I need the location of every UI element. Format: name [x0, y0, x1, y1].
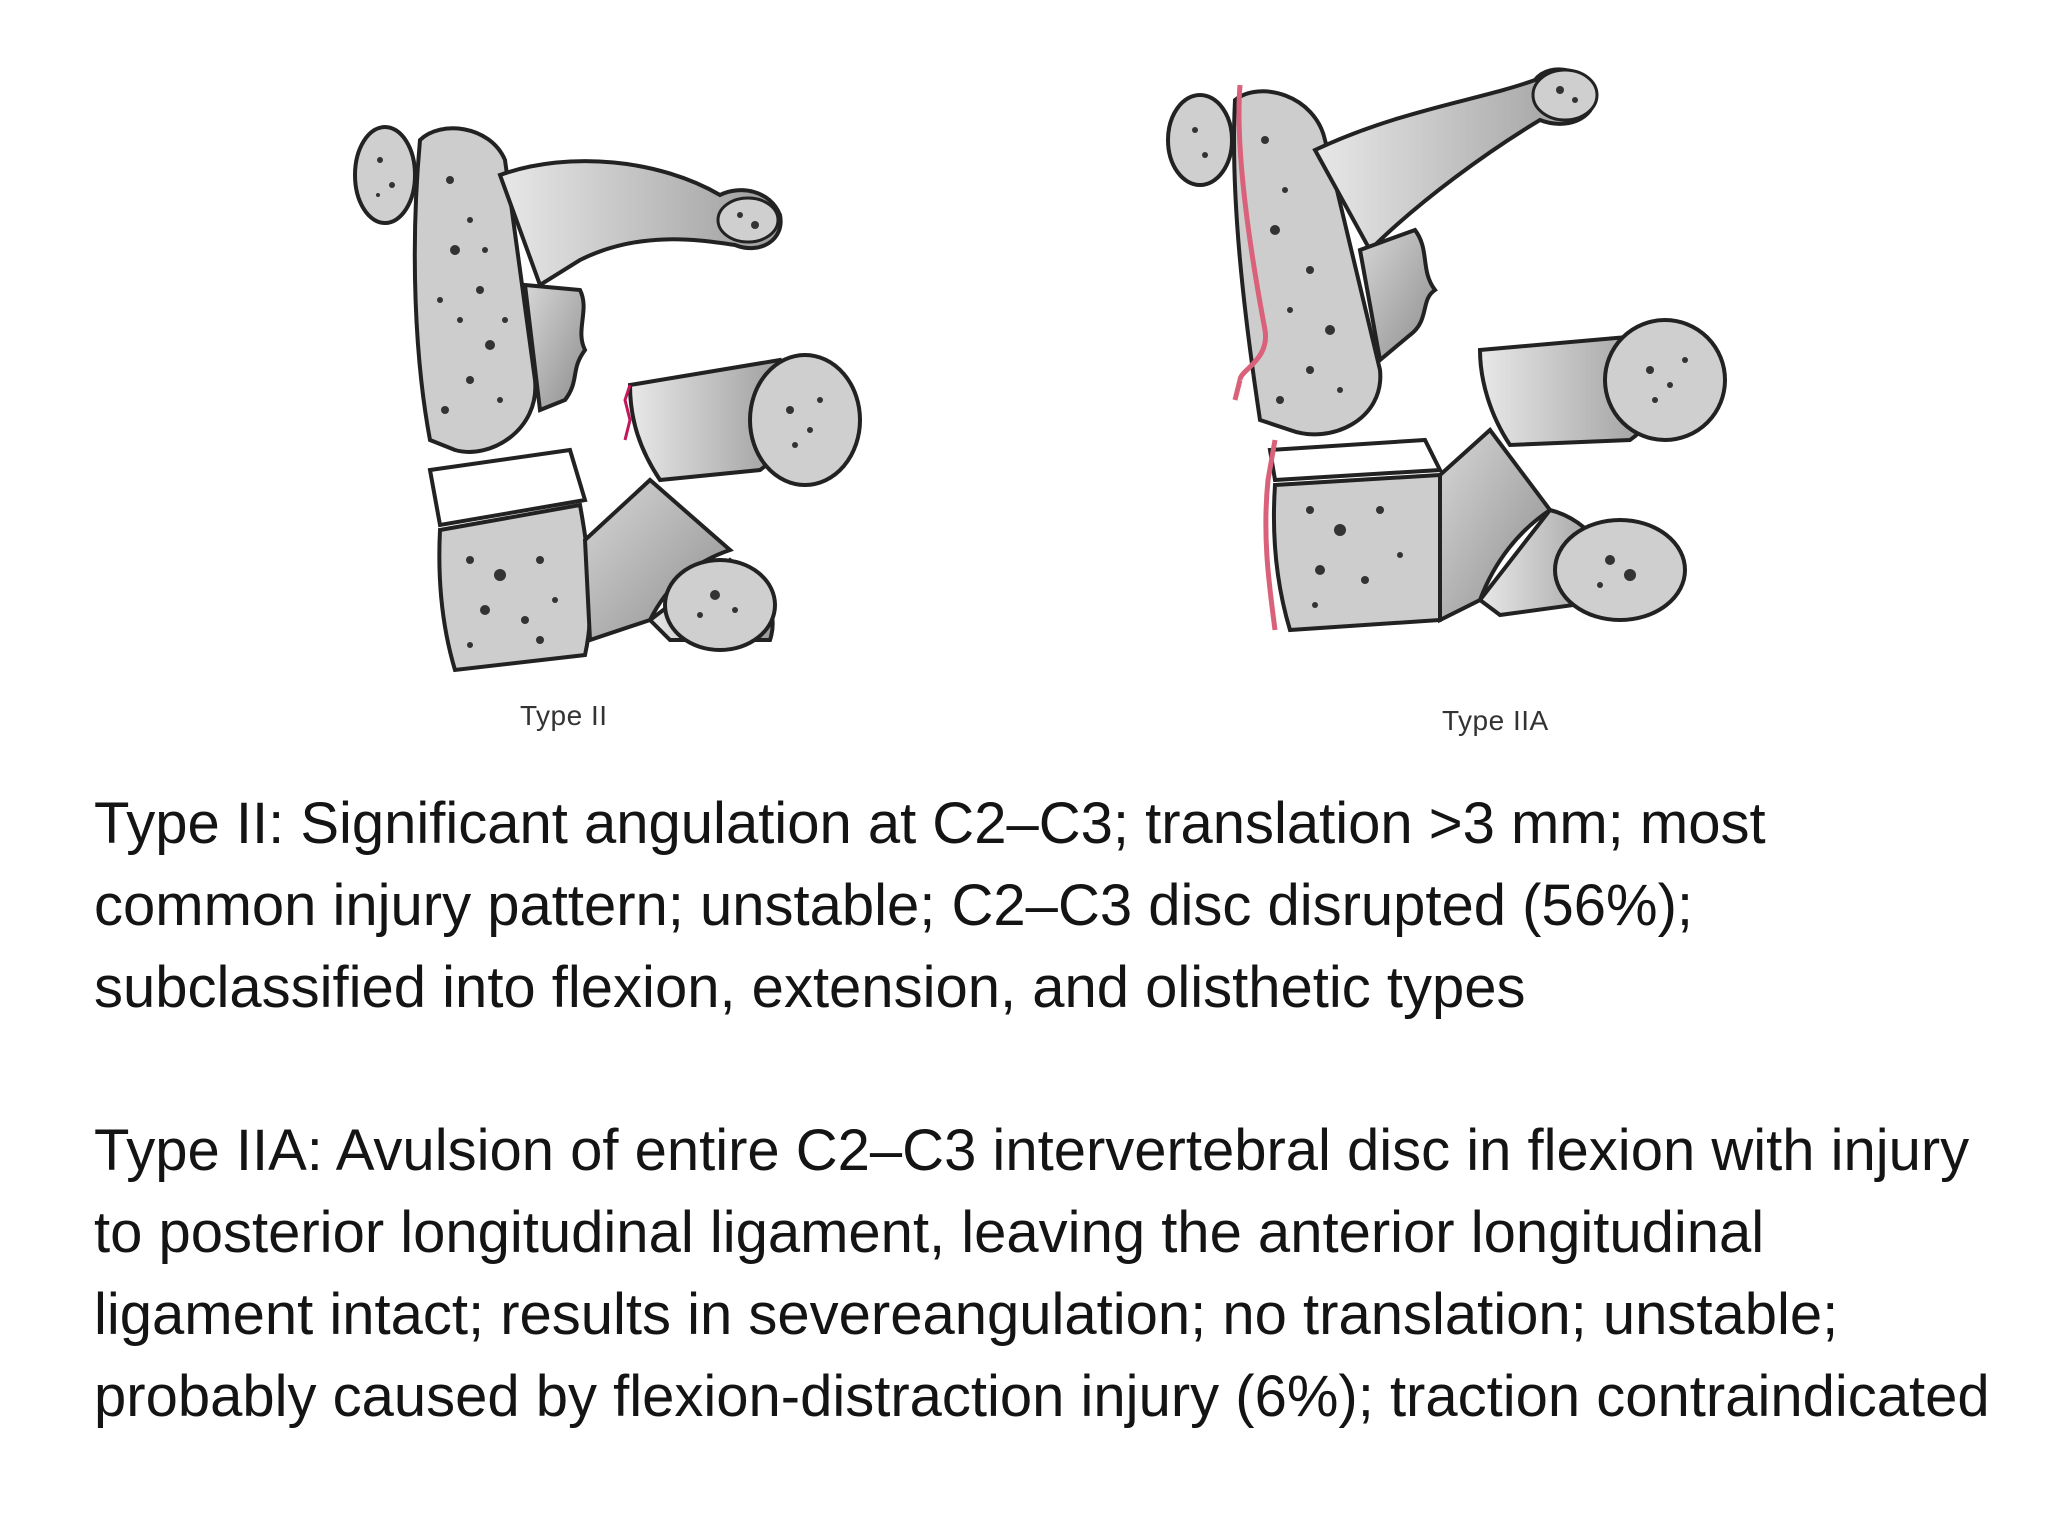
c3-body	[437, 502, 593, 673]
type-ii-caption: Type II	[520, 700, 608, 731]
c3-body	[1271, 472, 1450, 633]
c3-posterior-element	[582, 353, 862, 652]
c3-posterior-element	[1438, 318, 1727, 624]
anterior-longitudinal-ligament-c3	[1263, 439, 1278, 631]
c2-anterior-arch	[1166, 93, 1234, 187]
type-iia-illustration	[1150, 0, 1790, 780]
type-ii-description: Type II: Significant angulation at C2–C3…	[94, 791, 1766, 1020]
c2-c3-disc	[1267, 437, 1444, 483]
c2-body	[1232, 89, 1383, 437]
type-ii-illustration	[340, 0, 960, 780]
c2-body	[412, 126, 538, 454]
c2-c3-disc	[427, 447, 588, 528]
type-iia-vertebrae-drawing	[1166, 67, 1727, 633]
c2-posterior-element	[1312, 67, 1599, 364]
type-iia-caption: Type IIA	[1442, 705, 1549, 736]
c2-anterior-arch	[353, 125, 417, 225]
type-iia-description: Type IIA: Avulsion of entire C2–C3 inter…	[94, 1118, 1990, 1429]
type-ii-vertebrae-drawing	[353, 125, 862, 673]
anterior-longitudinal-ligament	[1236, 84, 1268, 381]
c2-posterior-element	[497, 159, 783, 413]
